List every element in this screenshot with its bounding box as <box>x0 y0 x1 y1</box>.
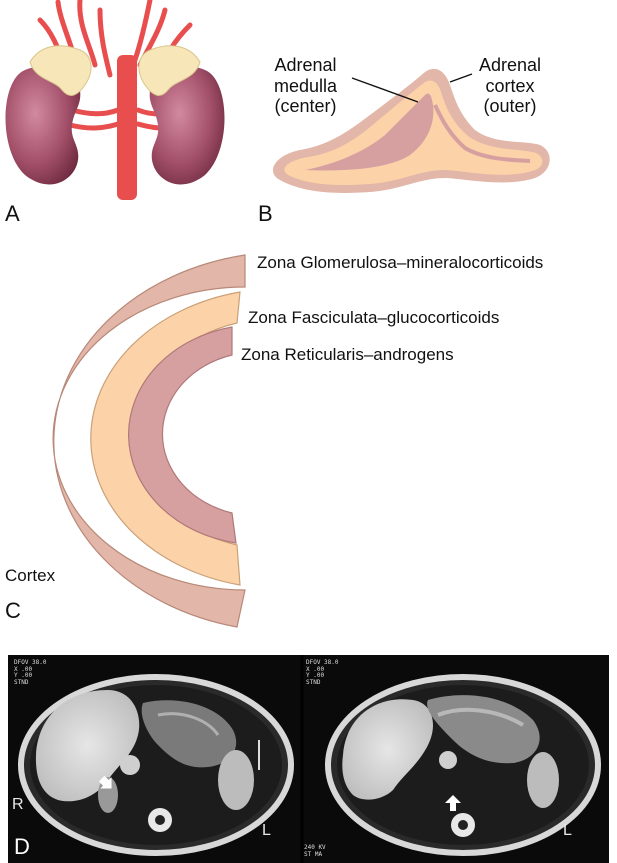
ct-right-l-marker: L <box>563 822 572 840</box>
ct-scan-left <box>21 677 291 853</box>
panel-c-letter: C <box>5 600 21 622</box>
medulla-label-line-3: (center) <box>258 96 353 117</box>
ct-left-info: DFOV 38.0 X .00 Y .00 STND <box>14 660 47 686</box>
panel-a-illustration <box>0 0 230 200</box>
aorta <box>117 55 137 200</box>
kidneys-adrenals-drawing <box>0 0 230 200</box>
zone-reticularis-label: Zona Reticularis–androgens <box>241 345 454 365</box>
panel-d-letter: D <box>14 836 30 858</box>
cortex-label-line-3: (outer) <box>465 96 555 117</box>
ct-left-r-marker: R <box>12 796 24 814</box>
zone-glomerulosa-label: Zona Glomerulosa–mineralocorticoids <box>257 253 543 273</box>
ct-scan-right <box>328 677 598 853</box>
ct-right-footer-line-2: ST MA <box>304 852 326 859</box>
ct-right-footer: 240 KV ST MA <box>304 845 326 858</box>
zone-fasciculata-label: Zona Fasciculata–glucocorticoids <box>248 308 499 328</box>
ct-right-info-line-4: STND <box>306 680 339 687</box>
panel-b-letter: B <box>258 203 273 225</box>
medulla-label-line-2: medulla <box>258 76 353 97</box>
adrenal-zones-drawing <box>0 245 617 635</box>
panel-a-letter: A <box>5 203 20 225</box>
cortex-label: Adrenal cortex (outer) <box>465 55 555 117</box>
ct-right-info: DFOV 38.0 X .00 Y .00 STND <box>306 660 339 686</box>
ct-left-l-marker: L <box>262 822 271 840</box>
medulla-label: Adrenal medulla (center) <box>258 55 353 117</box>
panel-c-illustration <box>0 245 617 635</box>
cortex-caption: Cortex <box>5 566 55 586</box>
cortex-label-line-1: Adrenal <box>465 55 555 76</box>
medulla-label-line-1: Adrenal <box>258 55 353 76</box>
cortex-label-line-2: cortex <box>465 76 555 97</box>
ct-left-info-line-4: STND <box>14 680 47 687</box>
